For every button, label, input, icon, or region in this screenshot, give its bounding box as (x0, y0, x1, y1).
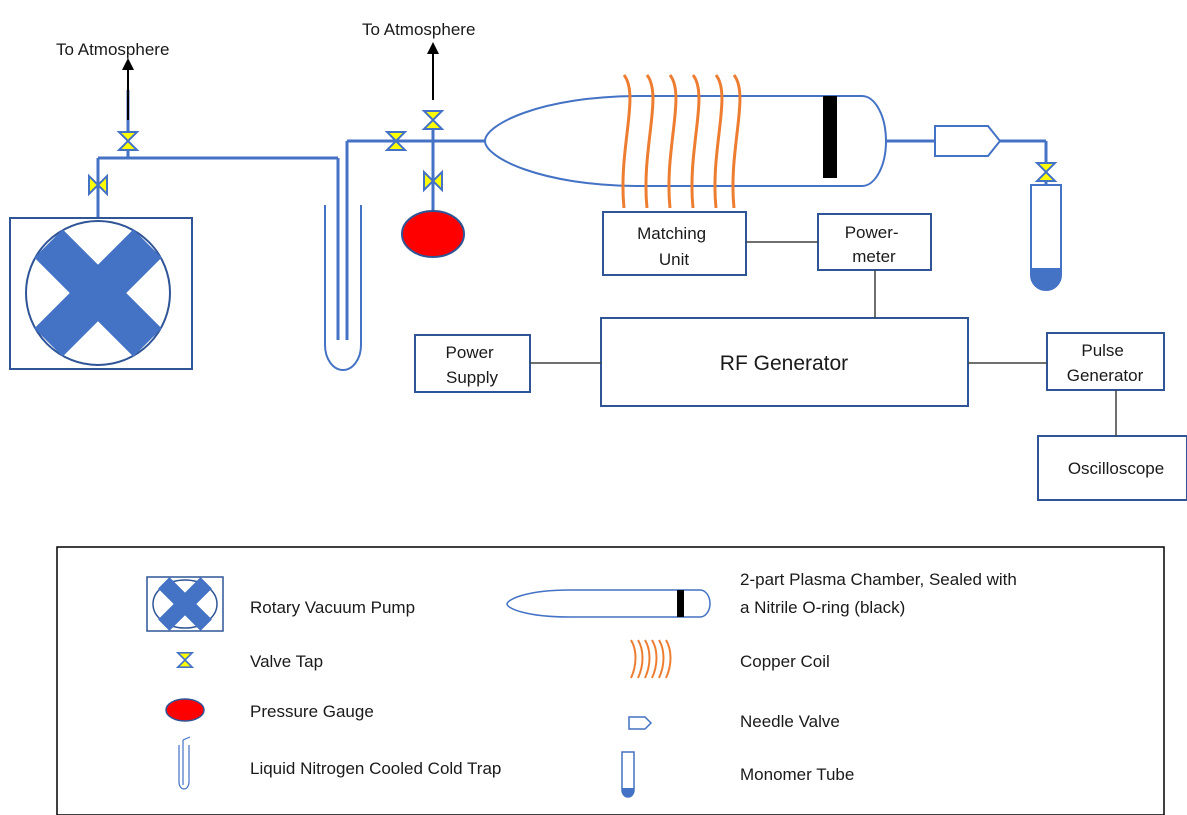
powermeter-box (817, 213, 932, 271)
powermeter-label: Power- meter (845, 223, 904, 266)
legend-item-valve: Valve Tap (175, 651, 323, 671)
power-supply-label: Power Supply (446, 343, 499, 387)
legend-label: Monomer Tube (740, 765, 854, 784)
legend-item-monomer-tube: Monomer Tube (621, 751, 854, 798)
rotary-pump-icon (146, 576, 224, 632)
cold-trap (324, 205, 362, 371)
pressure-gauge-icon (401, 210, 465, 258)
pressure-gauge-icon (165, 698, 205, 722)
rotary-vacuum-pump (9, 217, 193, 370)
copper-coil-icon (630, 639, 672, 679)
rf-generator-label: RF Generator (720, 352, 848, 375)
atmosphere-vent-left (122, 58, 134, 120)
matching-unit-label: Matching Unit (637, 224, 711, 269)
needle-valve-icon (934, 125, 1002, 157)
legend-item-cold-trap: Liquid Nitrogen Cooled Cold Trap (178, 736, 501, 790)
copper-coil (621, 74, 742, 209)
cold-trap-icon (178, 736, 191, 790)
legend-label: Copper Coil (740, 652, 830, 671)
valve-tap-icon (175, 651, 195, 669)
atmosphere-label-mid: To Atmosphere (362, 20, 475, 39)
legend-item-coil: Copper Coil (630, 639, 830, 679)
pulse-generator-box (1046, 332, 1165, 391)
plasma-chamber (483, 95, 887, 187)
plasma-chamber-icon (506, 589, 711, 618)
legend: Rotary Vacuum Pump Valve Tap Pressure Ga… (56, 546, 1165, 815)
atmosphere-vent-mid (427, 42, 439, 100)
legend-label: Rotary Vacuum Pump (250, 598, 415, 617)
o-ring-seal (823, 96, 837, 178)
arrow-up-icon (122, 58, 134, 70)
rf-generator-box (600, 317, 969, 407)
oscilloscope-label: Oscilloscope (1068, 459, 1164, 478)
needle-valve-icon (628, 716, 653, 730)
legend-item-gauge: Pressure Gauge (165, 698, 374, 722)
monomer-tube (1030, 184, 1062, 291)
arrow-up-icon (427, 42, 439, 54)
valve-tap-icon (423, 110, 443, 130)
gas-lines (96, 90, 1048, 340)
oscilloscope-box (1037, 435, 1187, 501)
atmosphere-label-left: To Atmosphere (56, 40, 169, 59)
legend-item-chamber: 2-part Plasma Chamber, Sealed with a Nit… (506, 570, 1022, 618)
legend-item-rotary-pump: Rotary Vacuum Pump (146, 576, 415, 632)
matching-unit-box (602, 211, 747, 276)
legend-label: Valve Tap (250, 652, 323, 671)
legend-label: 2-part Plasma Chamber, Sealed with a Nit… (740, 570, 1022, 617)
legend-label: Pressure Gauge (250, 702, 374, 721)
valve-tap-icon (1036, 162, 1056, 182)
legend-label: Needle Valve (740, 712, 840, 731)
legend-item-needle-valve: Needle Valve (628, 712, 840, 731)
wires (530, 241, 1117, 436)
valve-tap-icon (118, 131, 138, 151)
monomer-tube-icon (621, 751, 635, 798)
legend-label: Liquid Nitrogen Cooled Cold Trap (250, 759, 501, 778)
pulse-generator-label: Pulse Generator (1067, 341, 1144, 385)
rotary-pump-icon (34, 229, 162, 357)
